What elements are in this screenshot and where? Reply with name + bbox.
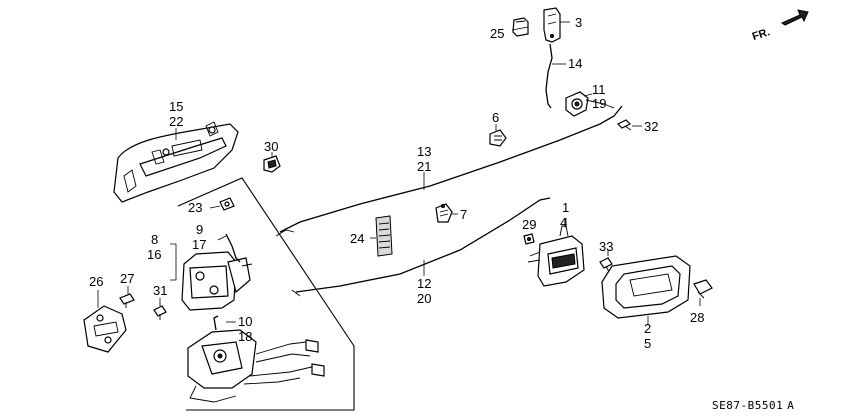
striker-plate: [83, 305, 127, 353]
door-latch: [181, 233, 253, 311]
callout-18: 18: [238, 329, 252, 344]
fr-arrow-icon: [780, 9, 809, 26]
screw-27: [119, 293, 135, 308]
callout-27: 27: [120, 271, 134, 286]
callout-22: 22: [169, 114, 183, 129]
leader-23: [209, 205, 221, 209]
callout-29: 29: [522, 217, 536, 232]
diagram-code-suffix: A: [787, 399, 794, 412]
callout-12: 12: [417, 276, 431, 291]
callout-21: 21: [417, 159, 431, 174]
callout-26: 26: [89, 274, 103, 289]
release-rod-upper: [279, 105, 623, 233]
callout-5: 5: [644, 336, 651, 351]
diagram-code: SE87-B5501 A: [712, 399, 794, 412]
callout-28: 28: [690, 310, 704, 325]
bushing-29: [523, 233, 535, 245]
callout-14: 14: [568, 56, 582, 71]
diagram-code-main: SE87-B5501: [712, 399, 783, 412]
leader-11-19: [583, 93, 593, 97]
rod-clip-6: [489, 129, 507, 147]
release-rod-lower: [295, 197, 551, 293]
lock-actuator: [187, 315, 325, 403]
screw-32: [616, 119, 632, 131]
callout-8: 8: [151, 232, 158, 247]
callout-30: 30: [264, 139, 278, 154]
callout-33: 33: [599, 239, 613, 254]
cylinder-lever: [565, 91, 615, 117]
callout-6: 6: [492, 110, 499, 125]
handle-bezel: [601, 255, 691, 319]
callout-1: 1: [562, 200, 569, 215]
callout-25: 25: [490, 26, 504, 41]
leader-25: [511, 26, 529, 31]
leader-9-17: [217, 235, 227, 241]
fr-label: FR.: [751, 26, 772, 43]
screw-31: [153, 305, 167, 320]
lock-rod: [545, 43, 553, 109]
rod-hook-lower: [291, 289, 301, 297]
collar-23: [219, 197, 235, 211]
lock-knob: [543, 7, 561, 43]
latch-assembly-frame: [177, 177, 355, 411]
callout-31: 31: [153, 283, 167, 298]
callout-11: 11: [592, 82, 606, 97]
lock-knob-cap: [512, 17, 529, 37]
clip-30: [263, 155, 281, 173]
callout-20: 20: [417, 291, 431, 306]
leader-8-16: [170, 243, 177, 281]
front-direction-marker: FR.: [751, 9, 809, 43]
callout-17: 17: [192, 237, 206, 252]
outside-handle: [113, 121, 239, 203]
callout-23: 23: [188, 200, 202, 215]
callout-7: 7: [460, 207, 467, 222]
callout-13: 13: [417, 144, 431, 159]
callout-19: 19: [592, 96, 606, 111]
callout-32: 32: [644, 119, 658, 134]
pad-24: [375, 215, 393, 257]
rod-clip-7: [435, 203, 453, 223]
callout-2: 2: [644, 321, 651, 336]
callout-9: 9: [196, 222, 203, 237]
callout-15: 15: [169, 99, 183, 114]
inside-handle: [527, 225, 585, 287]
callout-3: 3: [575, 15, 582, 30]
callout-4: 4: [560, 215, 567, 230]
screw-28: [693, 279, 713, 299]
callout-24: 24: [350, 231, 364, 246]
callout-10: 10: [238, 314, 252, 329]
callout-16: 16: [147, 247, 161, 262]
